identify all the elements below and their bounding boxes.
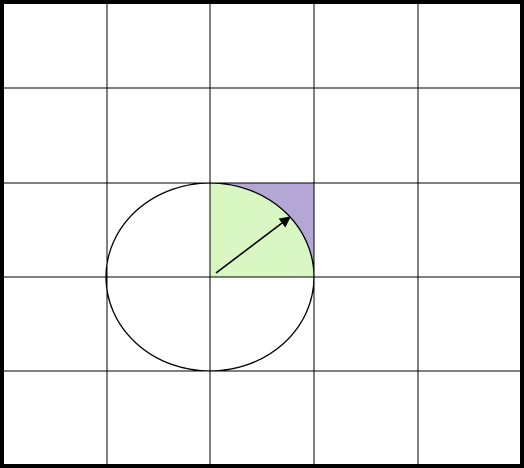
quarter-circle-sector (210, 183, 314, 277)
circle-outline (105, 182, 315, 372)
grid-lines (3, 3, 521, 465)
radius-arrow (215, 216, 291, 274)
